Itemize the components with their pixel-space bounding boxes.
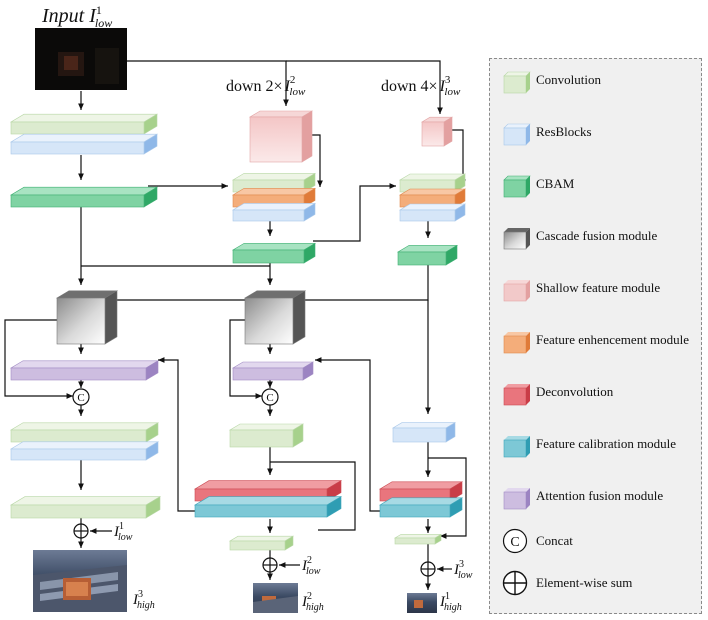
legend-label: Attention fusion module	[536, 488, 664, 503]
legend-item-resblocks: ResBlocks	[500, 117, 592, 147]
legend-label: Deconvolution	[536, 384, 614, 399]
cascade-fusion-block-1	[55, 290, 119, 345]
concat-icon: C	[502, 528, 528, 554]
feature-calibration-swatch	[503, 436, 530, 458]
sum-operator-scale-2	[262, 557, 278, 573]
calib-block-scale-2	[193, 496, 343, 518]
legend-item-convolution: Convolution	[500, 65, 601, 95]
shallow-feature-block-scale-3	[420, 116, 454, 147]
conv-block-scale-3-out	[393, 533, 443, 545]
conv-block-scale-1-in	[9, 113, 159, 135]
conv-block-scale-1-mid	[9, 422, 160, 443]
deconvolution-swatch	[503, 384, 530, 406]
attention-fusion-block-2	[231, 361, 315, 381]
elementwise-sum-icon	[502, 570, 528, 596]
svg-text:C: C	[266, 392, 273, 404]
cbam-block-scale-1	[9, 186, 159, 208]
sum-operator-scale-1	[73, 523, 89, 539]
legend-label: CBAM	[536, 176, 575, 191]
legend-label: Feature calibration module	[536, 436, 677, 451]
cbam-block-scale-2	[231, 242, 317, 264]
cascade-fusion-block-2	[243, 290, 307, 345]
shallow-feature-swatch	[503, 280, 530, 302]
resblocks-swatch	[503, 123, 531, 146]
feature-enhancement-swatch	[503, 332, 530, 354]
legend-item-feature-calibration: Feature calibration module	[500, 429, 676, 459]
legend-label: Element-wise sum	[536, 575, 633, 590]
conv-block-scale-2-out	[228, 535, 295, 551]
concat-operator-scale-2: C	[261, 388, 279, 406]
shallow-feature-block-scale-2	[248, 110, 314, 163]
input-low-light-image	[35, 28, 127, 90]
output-image-scale-2	[253, 583, 298, 613]
attention-fusion-swatch	[503, 488, 530, 510]
legend-item-shallow-feature: Shallow feature module	[500, 273, 660, 303]
resblocks-scale-2-in	[231, 202, 317, 222]
convolution-swatch	[503, 71, 531, 94]
cbam-block-scale-3	[396, 244, 459, 266]
legend-label: Convolution	[536, 72, 602, 87]
resblocks-scale-3-in	[398, 203, 467, 222]
resblocks-scale-1-mid	[9, 441, 160, 461]
output-image-scale-1	[33, 550, 127, 612]
legend-item-deconvolution: Deconvolution	[500, 377, 613, 407]
legend-item-feature-enhancement: Feature enhencement module	[500, 325, 689, 355]
sum-operator-scale-3	[420, 561, 436, 577]
calib-block-scale-3	[378, 497, 464, 518]
concat-operator-scale-1: C	[72, 388, 90, 406]
resblocks-scale-3-mid	[391, 422, 457, 443]
legend-panel: Convolution ResBlocks CBAM Cascade fusio…	[489, 58, 702, 614]
conv-block-scale-2-mid	[228, 423, 305, 448]
resblocks-scale-1-in	[9, 133, 159, 155]
output-image-scale-3	[407, 593, 437, 613]
legend-item-cascade-fusion: Cascade fusion module	[500, 221, 657, 251]
legend-label: Cascade fusion module	[536, 228, 658, 243]
connections	[4, 60, 467, 590]
attention-fusion-block-1	[9, 360, 160, 381]
legend-label: Shallow feature module	[536, 280, 661, 295]
cbam-swatch	[503, 175, 531, 198]
svg-text:C: C	[510, 535, 519, 550]
legend-label: Concat	[536, 533, 573, 548]
svg-text:C: C	[77, 392, 84, 404]
legend-item-cbam: CBAM	[500, 169, 574, 199]
legend-item-concat: C Concat	[500, 528, 573, 554]
legend-label: ResBlocks	[536, 124, 592, 139]
legend-item-elementwise-sum: Element-wise sum	[500, 570, 632, 596]
cascade-fusion-swatch	[503, 228, 530, 250]
legend-label: Feature enhencement module	[536, 332, 690, 347]
legend-item-attention-fusion: Attention fusion module	[500, 481, 663, 511]
conv-block-scale-1-out	[9, 496, 162, 519]
